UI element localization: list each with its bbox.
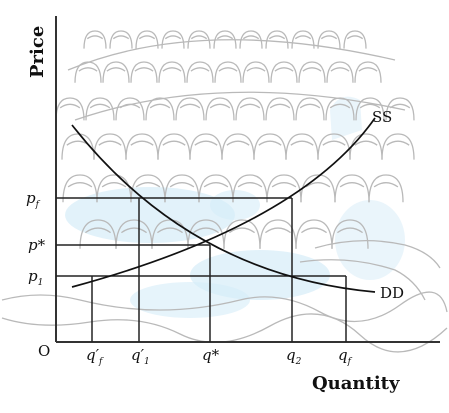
- crowd-head: [205, 97, 235, 121]
- crowd-head: [164, 174, 200, 203]
- crowd-head: [79, 219, 117, 249]
- crowd-head: [334, 174, 370, 203]
- price-label-p1: p1: [28, 267, 43, 288]
- crowd-head: [349, 133, 383, 160]
- crowd-head: [186, 61, 214, 83]
- crowd-head: [214, 61, 242, 83]
- supply-curve-label: SS: [372, 108, 392, 126]
- crowd-head: [368, 174, 404, 203]
- crowd-head: [253, 133, 287, 160]
- crowd-head: [62, 174, 98, 203]
- crowd-head: [135, 30, 159, 49]
- quantity-label-equilibrium: q*: [202, 346, 220, 364]
- crowd-head: [326, 61, 354, 83]
- crowd-head: [285, 133, 319, 160]
- crowd-head: [145, 97, 175, 121]
- crowd-head: [295, 219, 333, 249]
- crowd-head: [115, 97, 145, 121]
- quantity-label-q2: q2: [286, 346, 302, 367]
- crowd-head: [175, 97, 205, 121]
- x-axis-title: Quantity: [312, 373, 400, 394]
- crowd-head: [265, 30, 289, 49]
- crowd-head: [158, 61, 186, 83]
- crowd-head: [343, 30, 367, 49]
- crowd-head: [115, 219, 153, 249]
- crowd-head: [55, 97, 85, 121]
- crowd-head: [355, 97, 385, 121]
- crowd-illustration: [1, 30, 448, 353]
- crowd-head: [266, 174, 302, 203]
- crowd-head: [317, 30, 341, 49]
- crowd-head: [300, 174, 336, 203]
- origin-label: O: [38, 342, 50, 360]
- quantity-label-q1-prime: q′1: [131, 346, 150, 367]
- crowd-head: [270, 61, 298, 83]
- crowd-head: [291, 30, 315, 49]
- crowd-head: [298, 61, 326, 83]
- crowd-head: [232, 174, 268, 203]
- crowd-head: [242, 61, 270, 83]
- crowd-head: [221, 133, 255, 160]
- demand-curve-label: DD: [380, 284, 404, 302]
- supply-curve: [71, 117, 376, 288]
- price-label-pf: pf: [26, 189, 41, 210]
- reference-lines: [56, 197, 347, 342]
- demand-curve: [71, 124, 376, 293]
- crowd-head: [265, 97, 295, 121]
- crowd-head: [189, 133, 223, 160]
- crowd-head: [235, 97, 265, 121]
- crowd-head: [198, 174, 234, 203]
- crowd-head: [161, 30, 185, 49]
- crowd-head: [259, 219, 297, 249]
- crowd-head: [223, 219, 261, 249]
- quantity-label-qf: qf: [338, 346, 353, 367]
- price-label-equilibrium: p*: [28, 236, 46, 254]
- crowd-head: [109, 30, 133, 49]
- crowd-head: [157, 133, 191, 160]
- crowd-head: [130, 61, 158, 83]
- crowd-head: [354, 61, 382, 83]
- crowd-head: [125, 133, 159, 160]
- crowd-head: [96, 174, 132, 203]
- crowd-head: [295, 97, 325, 121]
- crowd-head: [93, 133, 127, 160]
- y-axis-title: Price: [27, 26, 48, 78]
- crowd-head: [151, 219, 189, 249]
- crowd-head: [381, 133, 415, 160]
- crowd-head: [83, 30, 107, 49]
- quantity-label-qf-prime: q′f: [86, 346, 104, 367]
- crowd-head: [102, 61, 130, 83]
- crowd-head: [331, 219, 369, 249]
- crowd-head: [317, 133, 351, 160]
